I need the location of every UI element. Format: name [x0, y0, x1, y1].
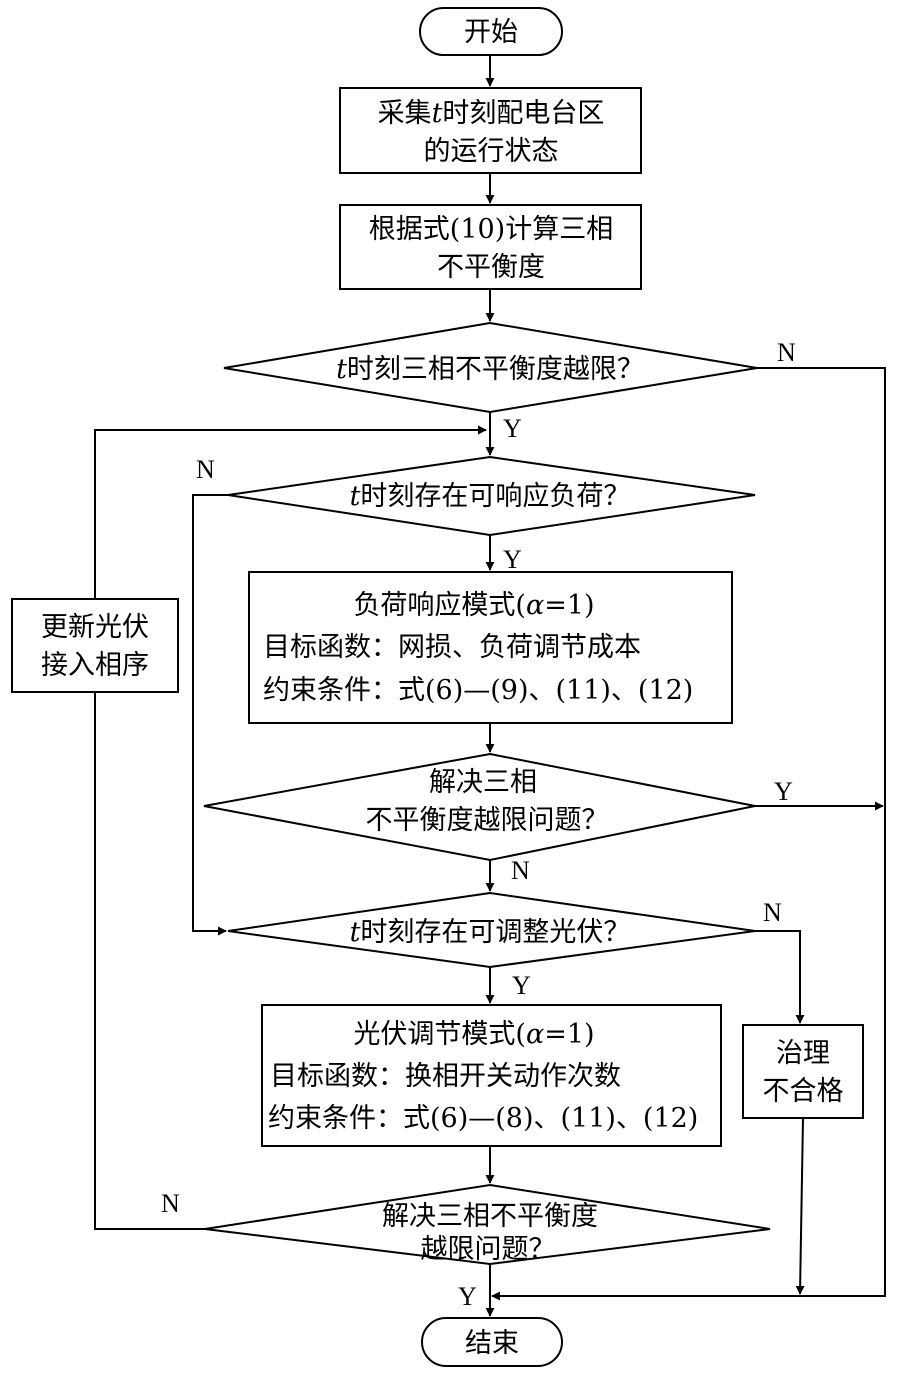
label-solved-2-no: N [161, 1189, 180, 1218]
has-load-decision [227, 455, 756, 537]
pv-mode-objective: 目标函数：换相开关动作次数 [270, 1061, 621, 1092]
load-mode-objective: 目标函数：网损、负荷调节成本 [263, 632, 641, 663]
solved-2-decision [204, 1183, 771, 1266]
compute-line-1: 根据式(10)计算三相 [369, 214, 613, 245]
update-pv-line-2: 接入相序 [41, 650, 149, 681]
end-terminal [421, 1317, 563, 1367]
solved-2-line-1: 解决三相不平衡度 [382, 1201, 598, 1232]
pv-mode-box [261, 1004, 722, 1147]
has-load-label: t时刻存在可响应负荷？ [350, 481, 631, 512]
compute-box [339, 204, 642, 290]
check-limit-decision [223, 321, 758, 414]
load-mode-title: 负荷响应模式(α=1) [353, 590, 594, 621]
edge-update-loop [94, 425, 487, 599]
pv-mode-title: 光伏调节模式(α=1) [353, 1019, 594, 1050]
compute-line-2: 不平衡度 [437, 252, 545, 283]
start-label: 开始 [464, 17, 518, 48]
label-solved-2-yes: Y [458, 1282, 477, 1311]
fail-line-2: 不合格 [763, 1076, 844, 1107]
has-pv-decision [227, 891, 756, 969]
label-has-load-no: N [196, 455, 215, 484]
has-pv-label: t时刻存在可调整光伏？ [350, 917, 631, 948]
edge-haspv-no [755, 930, 805, 1024]
pv-mode-constraints: 约束条件：式(6)—(8)、(11)、(12) [268, 1103, 698, 1134]
collect-box [339, 87, 642, 174]
edge-check-no [491, 367, 886, 1301]
update-pv-box [11, 598, 179, 693]
edge-hasload-no [192, 494, 228, 936]
solved-1-line-1: 解决三相 [429, 767, 537, 798]
label-check-limit-yes: Y [503, 414, 522, 443]
collect-line-1: 采集t时刻配电台区 [378, 98, 605, 129]
label-has-pv-no: N [763, 898, 782, 927]
start-terminal [419, 7, 563, 56]
load-mode-box [248, 571, 733, 724]
solved-2-line-2: 越限问题？ [421, 1234, 556, 1265]
label-solved-1-yes: Y [774, 777, 793, 806]
fail-box [742, 1024, 864, 1119]
connectors [90, 55, 886, 1317]
label-has-pv-yes: Y [512, 971, 531, 1000]
load-mode-constraints: 约束条件：式(6)—(9)、(11)、(12) [263, 675, 693, 706]
collect-line-2: 的运行状态 [424, 136, 559, 167]
solved-1-decision [203, 752, 756, 862]
edge-solved2-no [90, 665, 205, 1230]
end-label: 结束 [465, 1328, 519, 1359]
label-solved-1-no: N [511, 856, 530, 885]
fail-line-1: 治理 [776, 1038, 830, 1069]
edge-fail-end [795, 1117, 805, 1295]
check-limit-label: t时刻三相不平衡度越限？ [336, 354, 644, 385]
update-pv-line-1: 更新光伏 [41, 612, 149, 643]
solved-1-line-2: 不平衡度越限问题？ [366, 805, 609, 836]
label-check-limit-no: N [777, 338, 796, 367]
label-has-load-yes: Y [503, 545, 522, 574]
